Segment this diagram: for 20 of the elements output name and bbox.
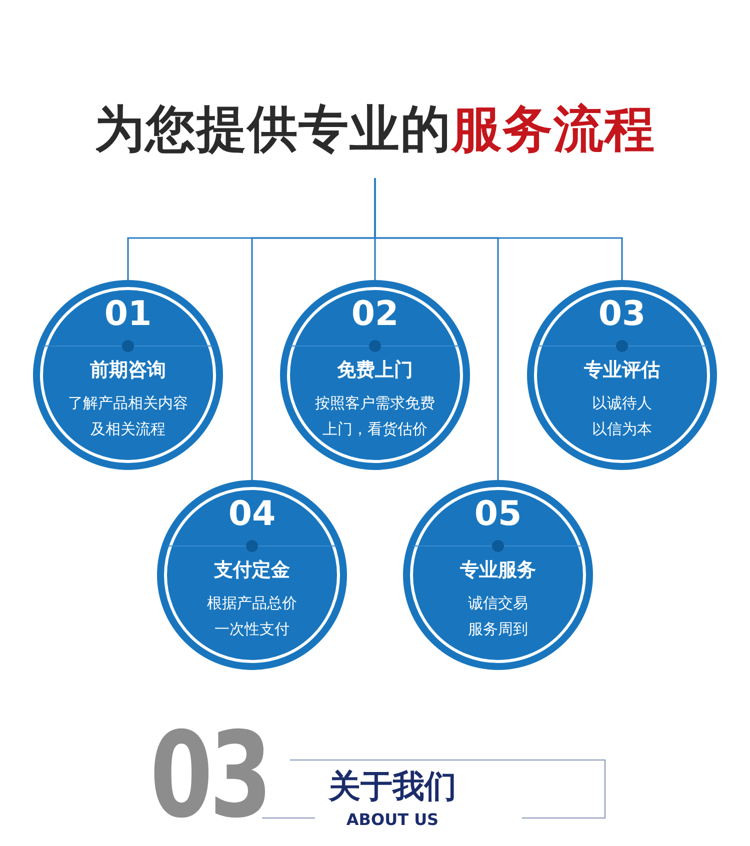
step-heading: 专业服务 <box>459 558 537 583</box>
section-subheading: ABOUT US <box>345 810 440 829</box>
step-number: 04 <box>227 494 277 534</box>
step-number: 02 <box>350 294 400 334</box>
step-number: 05 <box>473 494 523 534</box>
connector-line <box>374 178 499 480</box>
step-description: 诚信交易服务周到 <box>467 593 529 640</box>
title: 为您提供专业的服务流程 <box>94 99 656 160</box>
step-heading: 前期咨询 <box>89 358 167 383</box>
step-description: 根据产品总价一次性支付 <box>206 593 298 640</box>
step-heading: 免费上门 <box>336 358 414 383</box>
step-heading: 专业评估 <box>583 358 661 383</box>
step-description: 按照客户需求免费上门，看货估价 <box>314 393 436 440</box>
step-description: 了解产品相关内容及相关流程 <box>67 393 189 440</box>
step-number: 03 <box>597 294 647 334</box>
section-heading: 关于我们 <box>327 766 458 807</box>
step-number: 01 <box>103 294 153 334</box>
step-heading: 支付定金 <box>212 558 291 583</box>
section-number: 03 <box>150 716 269 834</box>
step-description: 以诚待人以信为本 <box>591 393 653 440</box>
